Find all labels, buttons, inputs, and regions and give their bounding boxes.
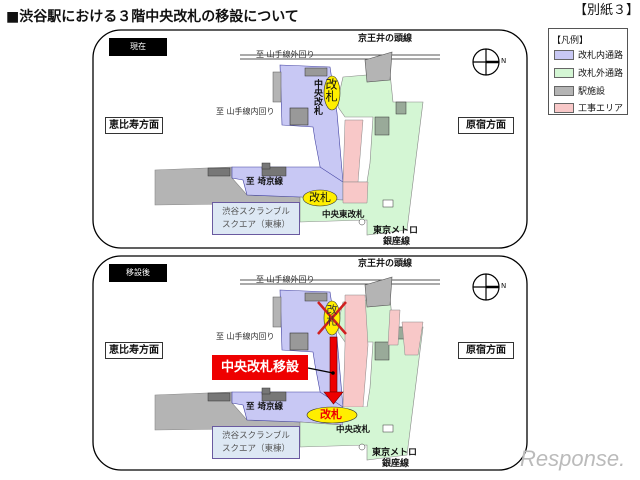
relocation-label: 中央改札移設 xyxy=(212,355,308,380)
legend-item: 工事エリア xyxy=(554,101,623,114)
east-gate-label: 中央東改札 xyxy=(322,210,365,220)
relocation-arrow xyxy=(329,336,338,393)
legend-item: 改札外通路 xyxy=(554,66,623,79)
old-gate-badge-text: 改札 xyxy=(325,304,338,326)
legend-swatch xyxy=(554,67,574,78)
ebisu-direction: 恵比寿方面 xyxy=(105,342,163,359)
panel-tag: 現在 xyxy=(109,38,167,56)
metro-label: 東京メトロ xyxy=(372,448,418,458)
legend-swatch xyxy=(554,102,574,113)
legend-swatch xyxy=(554,49,574,60)
harajuku-direction: 原宿方面 xyxy=(458,117,514,134)
removed-x-icon xyxy=(317,301,347,335)
compass-label: N xyxy=(501,57,507,65)
harajuku-direction: 原宿方面 xyxy=(458,342,514,359)
new-gate-badge-text: 改札 xyxy=(320,408,342,421)
keio-label: 京王井の頭線 xyxy=(358,259,413,269)
ebisu-direction: 恵比寿方面 xyxy=(105,117,163,134)
scramble-square-building: 渋谷スクランブルスクエア（東棟） xyxy=(212,426,300,459)
compass-label: N xyxy=(501,282,507,290)
annex-label: 【別紙３】 xyxy=(574,3,640,18)
gate-badge-lower xyxy=(302,189,338,207)
legend-heading: 【凡例】 xyxy=(552,36,589,46)
gate-badge-upper xyxy=(323,75,341,111)
panel-tag: 移設後 xyxy=(109,264,167,282)
legend-item: 改札内通路 xyxy=(554,48,623,61)
yamanote-outer-label: 至 山手線外回り xyxy=(256,275,315,284)
keio-label: 京王井の頭線 xyxy=(358,34,413,44)
watermark-logo: Response. xyxy=(520,446,626,471)
page-title: ■渋谷駅における３階中央改札の移設について xyxy=(6,9,299,25)
central-gate-label: 中央改札 xyxy=(336,425,371,435)
gate-badge-text: 改札 xyxy=(324,78,338,102)
yamanote-outer-label: 至 山手線外回り xyxy=(256,50,315,59)
gate-badge-text: 改札 xyxy=(309,191,331,204)
ginza-line-label: 銀座線 xyxy=(382,459,410,469)
central-gate-label: 中央改札 xyxy=(312,79,322,115)
yamanote-inner-label: 至 山手線内回り xyxy=(216,107,275,116)
scramble-square-building: 渋谷スクランブルスクエア（東棟） xyxy=(212,202,300,235)
legend-item: 駅施設 xyxy=(554,84,605,97)
saikyo-label: 至 埼京線 xyxy=(246,177,283,187)
legend: 【凡例】 改札内通路 改札外通路 駅施設 工事エリア xyxy=(548,28,628,115)
saikyo-label: 至 埼京線 xyxy=(246,402,283,412)
new-gate-badge xyxy=(306,406,358,424)
ginza-line-label: 銀座線 xyxy=(383,237,411,247)
legend-swatch xyxy=(554,85,574,96)
metro-label: 東京メトロ xyxy=(373,226,419,236)
yamanote-inner-label: 至 山手線内回り xyxy=(216,332,275,341)
